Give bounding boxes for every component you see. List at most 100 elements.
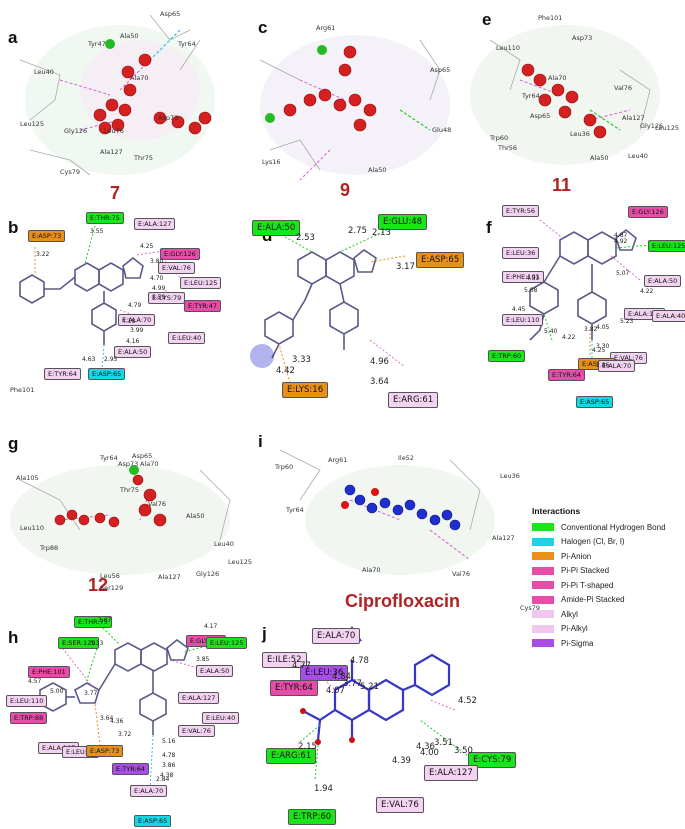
residue-tag-d: E:ASP:65 bbox=[416, 252, 465, 268]
legend-item: Pi-Pi Stacked bbox=[532, 564, 680, 579]
residue-label-g: Ser129 bbox=[100, 584, 124, 592]
residue-tag-d: E:ALA:50 bbox=[252, 220, 301, 236]
residue-tag-f: E:ALA:40 bbox=[652, 310, 685, 322]
residue-tag-b: E:CYS:79 bbox=[148, 292, 186, 304]
distance-label-f: 4.33 bbox=[526, 275, 540, 282]
residue-label-a: Tyr64 bbox=[178, 40, 196, 48]
distance-label-h: 4.57 bbox=[28, 678, 42, 685]
distance-label-h: 3.86 bbox=[162, 762, 176, 769]
residue-label-a: Ala127 bbox=[100, 148, 123, 156]
residue-label-i: Ile52 bbox=[398, 454, 414, 462]
residue-label-a: Leu40 bbox=[34, 68, 54, 76]
residue-tag-h: E:PHE:101 bbox=[28, 666, 70, 678]
residue-label-e: Val76 bbox=[614, 84, 633, 92]
distance-label-j: 4.07 bbox=[326, 686, 345, 696]
residue-tag-f: E:TRP:60 bbox=[488, 350, 526, 362]
panel-label-g: g bbox=[8, 434, 19, 453]
residue-label-c: Lys16 bbox=[262, 158, 281, 166]
distance-label-j: 4.84 bbox=[332, 672, 351, 682]
distance-label-d: 2.75 bbox=[348, 226, 367, 236]
residue-tag-f: E:ALA:50 bbox=[644, 275, 682, 287]
distance-label-f: 4.22 bbox=[640, 288, 654, 295]
residue-label-g: Ala127 bbox=[158, 573, 181, 581]
distance-label-j: 4.00 bbox=[420, 748, 439, 758]
distance-label-j: 4.52 bbox=[458, 696, 477, 706]
distance-label-h: 4.78 bbox=[162, 752, 176, 759]
distance-label-b: 3.80 bbox=[150, 258, 164, 265]
distance-label-h: 3.72 bbox=[118, 731, 132, 738]
distance-label-d: 4.96 bbox=[370, 357, 389, 367]
legend-item: Halogen (Cl, Br, I) bbox=[532, 535, 680, 550]
distance-label-h: 3.77 bbox=[84, 690, 98, 697]
residue-tag-f: E:LEU:110 bbox=[502, 314, 544, 326]
residue-label-g: Leu110 bbox=[20, 524, 45, 532]
distance-label-h: 3.64 bbox=[100, 715, 114, 722]
compound-name-c: 9 bbox=[340, 180, 351, 200]
distance-label-d: 2.53 bbox=[296, 233, 315, 243]
distance-label-d: 3.33 bbox=[292, 355, 311, 365]
residue-tag-h: E:ALA:127 bbox=[178, 692, 220, 704]
residue-label-g: Tyr64 bbox=[100, 454, 118, 462]
residue-tag-d: E:ARG:61 bbox=[388, 392, 439, 408]
residue-tag-j: E:CYS:79 bbox=[468, 752, 517, 768]
residue-tag-d: E:LYS:16 bbox=[282, 382, 329, 398]
panel-label-c: c bbox=[258, 18, 268, 37]
residue-tag-b: E:TYR:64 bbox=[44, 368, 82, 380]
residue-label-e: Leu36 bbox=[570, 130, 590, 138]
residue-label-e: Asp73 bbox=[572, 34, 593, 42]
residue-label-e: Tyr64 bbox=[522, 92, 540, 100]
compound-name-i: Ciprofloxacin bbox=[345, 591, 461, 611]
residue-label-g: Leu56 bbox=[100, 572, 120, 580]
legend-item: Amide-Pi Stacked bbox=[532, 593, 680, 608]
panel-label-j: j bbox=[262, 624, 267, 643]
residue-label-g: Ala105 bbox=[16, 474, 39, 482]
residue-tag-f: E:ASP:65 bbox=[576, 396, 614, 408]
residue-label-g: Val76 bbox=[148, 500, 167, 508]
legend-label: Pi-Alkyl bbox=[561, 624, 588, 634]
distance-label-f: 3.82 bbox=[584, 326, 598, 333]
legend-title: Interactions bbox=[532, 506, 581, 516]
panel-label-b: b bbox=[8, 218, 19, 237]
residue-tag-h: E:TRP:88 bbox=[10, 712, 48, 724]
residue-label-i: Ala70 bbox=[362, 566, 381, 574]
residue-tag-h: E:LEU:110 bbox=[6, 695, 48, 707]
distance-label-j: 1.94 bbox=[314, 784, 333, 794]
residue-label-g: Ala70 bbox=[140, 460, 159, 468]
legend-label: Conventional Hydrogen Bond bbox=[561, 522, 666, 532]
distance-label-b: 4.25 bbox=[140, 243, 154, 250]
legend-label: Alkyl bbox=[561, 609, 578, 619]
distance-label-b: 3.55 bbox=[90, 228, 104, 235]
residue-tag-b: E:LEU:40 bbox=[168, 332, 206, 344]
residue-label-a: Tyr47 bbox=[88, 40, 106, 48]
residue-tag-h: E:LEU:125 bbox=[206, 637, 248, 649]
residue-label-i: Arg61 bbox=[328, 456, 348, 464]
distance-label-h: 4.17 bbox=[204, 623, 218, 630]
residue-label-g: Leu40 bbox=[214, 540, 234, 548]
legend-label: Pi-Pi Stacked bbox=[561, 566, 610, 576]
distance-label-b: 5.59 bbox=[152, 294, 166, 301]
panel-label-f: f bbox=[486, 218, 492, 237]
residue-tag-h: E:SER:129 bbox=[58, 637, 100, 649]
panel-label-h: h bbox=[8, 628, 19, 647]
residue-label-c: Asp65 bbox=[430, 66, 451, 74]
legend-label: Pi-Anion bbox=[561, 551, 592, 561]
distance-label-d: 3.64 bbox=[370, 377, 389, 387]
distance-label-h: 3.33 bbox=[90, 640, 104, 647]
residue-label-i: Ala127 bbox=[492, 534, 515, 542]
legend-label: Amide-Pi Stacked bbox=[561, 595, 625, 605]
residue-label-g: Asp73 bbox=[118, 460, 139, 468]
residue-tag-h: E:ASP:73 bbox=[86, 745, 124, 757]
distance-label-j: 3.77 bbox=[343, 679, 362, 689]
residue-tag-f: E:LEU:36 bbox=[502, 247, 540, 259]
residue-tag-b: E:THR:75 bbox=[86, 212, 124, 224]
residue-tag-h: E:ASP:65 bbox=[134, 815, 172, 827]
distance-label-b: 2.95 bbox=[104, 356, 118, 363]
residue-tag-h: E:LEU:40 bbox=[202, 712, 240, 724]
residue-label-a: Leu125 bbox=[20, 120, 45, 128]
distance-label-j: 4.78 bbox=[350, 656, 369, 666]
panel-label-i: i bbox=[258, 432, 263, 451]
residue-label-g: Gly126 bbox=[196, 570, 220, 578]
residue-label-e: Gly126 bbox=[640, 122, 664, 130]
